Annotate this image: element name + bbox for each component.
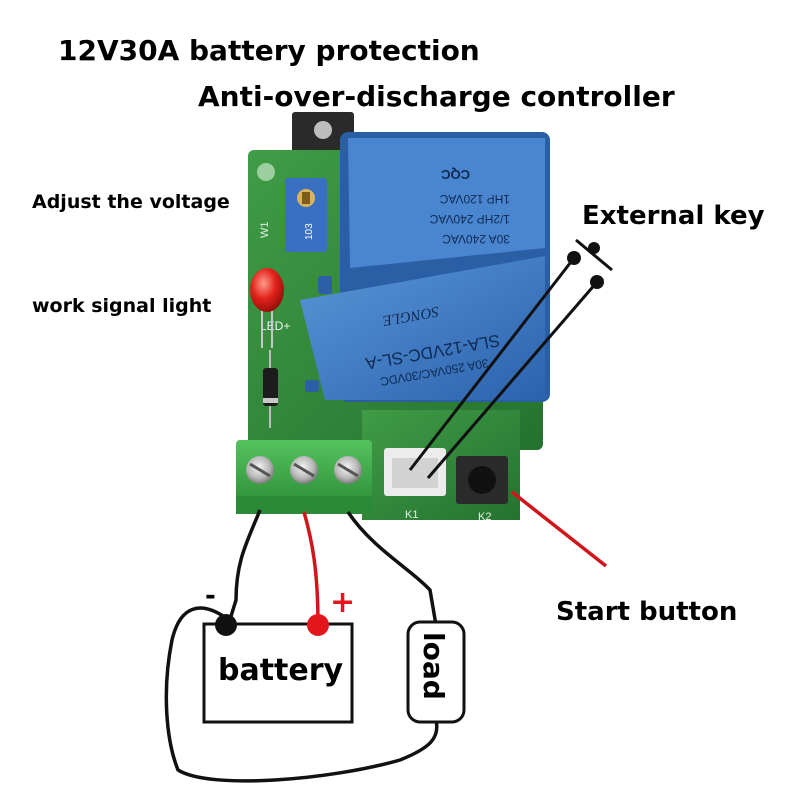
start-button-label: Start button	[556, 597, 737, 627]
title-line-2: Anti-over-discharge controller	[198, 80, 675, 113]
minus-sign: -	[205, 581, 216, 611]
terminal-block	[236, 440, 372, 514]
relay-mark: CQC	[441, 167, 471, 182]
external-key-label: External key	[582, 201, 765, 231]
screw-1	[246, 456, 274, 484]
start-button-pointer	[510, 490, 608, 568]
relay-label-top: 30A 240VAC 1/2HP 240VAC 1HP 120VAC CQC	[429, 167, 510, 246]
relay-rating-2: 1HP 120VAC	[439, 192, 510, 206]
plus-sign: +	[330, 585, 355, 620]
external-key-wiring	[408, 238, 613, 479]
led	[250, 268, 284, 348]
battery-label: battery	[218, 653, 344, 688]
load: load	[406, 620, 466, 724]
battery: battery - +	[202, 581, 355, 724]
wiring	[164, 509, 439, 783]
w-label: W1	[259, 222, 271, 239]
k1-label: K1	[405, 509, 418, 521]
screw-2	[290, 456, 318, 484]
title-line-1: 12V30A battery protection	[58, 34, 480, 67]
relay-rating-4: 30A 240VAC	[442, 232, 510, 246]
k2-label: K2	[478, 511, 491, 523]
adjust-voltage-label: Adjust the voltage	[32, 191, 230, 213]
capacitor	[318, 276, 332, 294]
potentiometer: 103	[285, 178, 327, 252]
load-label: load	[417, 632, 450, 700]
work-signal-light-label: work signal light	[32, 295, 211, 317]
relay-rating-3: 1/2HP 240VAC	[429, 212, 510, 226]
led-label: LED+	[260, 319, 290, 333]
start-push-button: K2	[456, 456, 508, 523]
pot-code: 103	[304, 223, 315, 240]
relay: 30A 240VAC 1/2HP 240VAC 1HP 120VAC CQC 3…	[300, 132, 550, 402]
diode	[263, 350, 278, 428]
screw-3	[334, 456, 362, 484]
